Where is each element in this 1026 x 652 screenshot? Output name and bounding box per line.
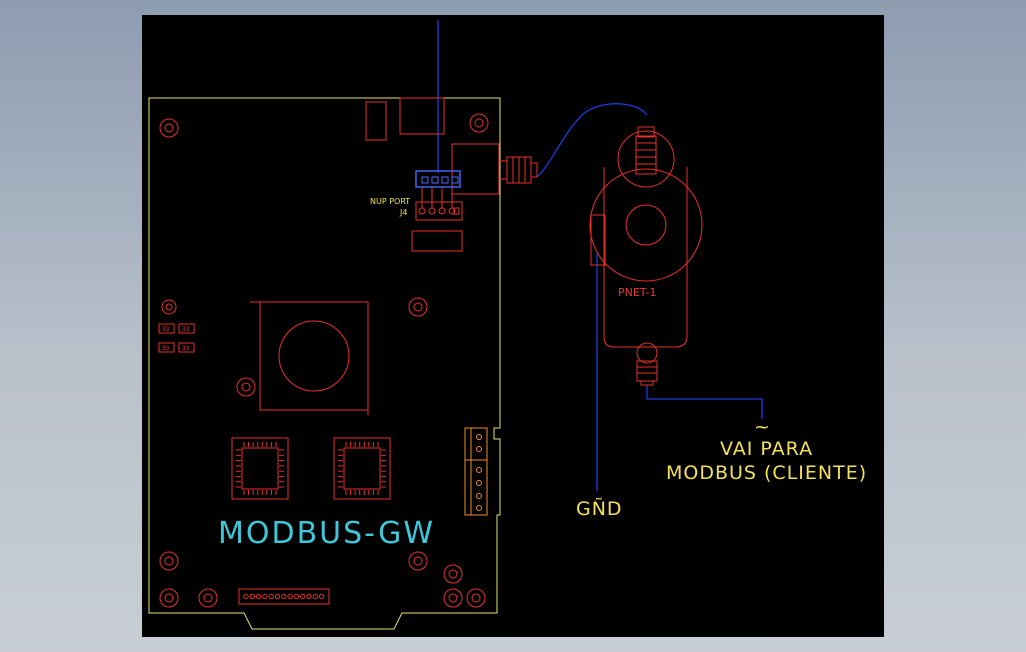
chip-mark: 33 [182,345,190,352]
terminal-block[interactable] [464,427,488,516]
board-title: MODBUS-GW [218,516,435,551]
mounting-hole[interactable] [408,297,428,317]
header-pin [300,593,306,600]
mounting-hole[interactable] [198,588,218,608]
left-led[interactable] [161,299,177,315]
chip-mark: 33 [162,345,170,352]
j4-label: J4 [399,208,407,217]
header-pin [274,593,281,600]
terminal-screw [476,480,482,486]
chip-mark: 33 [162,326,170,333]
terminal-screw [476,446,482,452]
processor-block[interactable] [259,301,369,411]
header-pin [287,593,293,600]
processor-core[interactable] [278,320,350,392]
header-pin [262,593,268,600]
mounting-hole[interactable] [159,551,179,571]
header-pin [318,593,325,600]
gnd-label: GÑD [576,497,623,520]
j4-pins [418,207,460,215]
j4-header-outline[interactable] [415,201,463,221]
smd-resistor-row [158,323,195,353]
header-pin [312,593,319,600]
wire-to-modbus-client[interactable] [646,385,763,419]
bottom-pin-header[interactable] [238,588,330,605]
chip-mark: 33 [182,326,190,333]
header-pin [293,593,300,600]
plcc-chip-left[interactable] [231,437,289,500]
mounting-hole[interactable] [443,588,463,608]
mounting-hole[interactable] [159,118,179,138]
board-outline [148,97,501,630]
header-below-j4[interactable] [411,230,463,252]
nup-port-label: NUP PORT [370,197,410,206]
mounting-hole[interactable] [469,113,489,133]
cad-viewport[interactable]: NUP PORT J4 PNET-1 33 33 33 33 MODBUS-GW… [142,15,884,637]
header-pin [268,593,274,600]
j4-leads [421,187,453,208]
pnet-knob[interactable] [625,204,667,246]
mounting-hole[interactable] [408,551,428,571]
pnet-device[interactable] [589,126,703,386]
mounting-hole[interactable] [443,564,463,584]
pnet-label: PNET-1 [618,286,657,299]
wire-to-pnet[interactable] [536,103,648,178]
board-components [158,97,538,608]
target-label-line1: VAI PARA [720,438,813,460]
header-pin [306,593,312,600]
top-relay[interactable] [399,97,445,135]
terminal-screw [476,493,482,499]
top-capacitor[interactable] [365,101,387,141]
terminal-screw [476,505,482,511]
mounting-hole[interactable] [236,377,256,397]
mounting-hole[interactable] [466,588,486,608]
tilde-mark: ~ [754,416,771,438]
pnet-top-connector[interactable] [635,135,657,175]
j4-blue-connector[interactable] [415,170,461,188]
header-pin [243,593,249,600]
pnet-bottom-connector[interactable] [636,342,658,386]
wire-layer [437,20,763,491]
port-plug[interactable] [498,156,538,184]
header-pin [249,593,256,600]
terminal-screw [476,434,482,440]
plcc-chip-right[interactable] [333,437,391,500]
terminal-screw [476,467,482,473]
header-pin [281,593,287,600]
cad-drawing: NUP PORT J4 PNET-1 33 33 33 33 MODBUS-GW… [148,20,867,630]
header-pin [255,593,262,600]
bottom-header-pins [243,593,325,600]
mounting-hole[interactable] [159,588,179,608]
target-label-line2: MODBUS (CLIENTE) [666,462,867,484]
